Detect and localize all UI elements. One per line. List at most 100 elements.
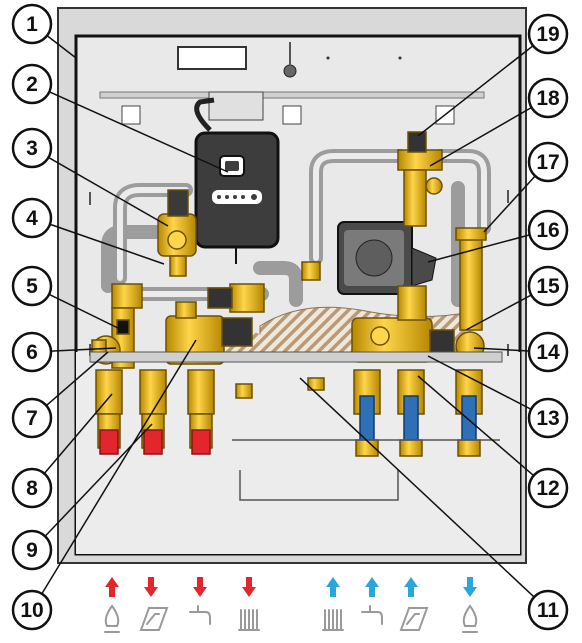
callout-3: 3 (11, 127, 53, 169)
callout-circle (11, 265, 53, 307)
callout-label: 15 (536, 275, 560, 298)
callout-circle (11, 331, 53, 373)
callout-9: 9 (11, 529, 53, 571)
callout-circle (527, 589, 569, 631)
callout-13: 13 (527, 397, 569, 439)
callout-label: 5 (26, 275, 38, 298)
callout-label: 13 (536, 407, 559, 430)
callout-label: 12 (536, 477, 559, 500)
flow-indicator (139, 577, 169, 631)
manifold-rail (89, 351, 503, 363)
arrow-up-icon (326, 577, 340, 597)
arrow-down-icon (463, 577, 477, 597)
callout-15: 15 (527, 265, 569, 307)
callout-label: 9 (26, 539, 38, 562)
wall-brackets (121, 91, 455, 125)
callout-8: 8 (11, 467, 53, 509)
callout-19: 19 (527, 13, 569, 55)
arrow-down-icon (242, 577, 256, 597)
callout-14: 14 (527, 331, 569, 373)
arrow-down-icon (193, 577, 207, 597)
arrow-up-icon (365, 577, 379, 597)
radiator-icon (322, 609, 344, 631)
callout-circle (527, 331, 569, 373)
callout-label: 11 (537, 599, 560, 622)
callout-17: 17 (527, 141, 569, 183)
flow-indicator (322, 577, 344, 631)
flow-indicator (361, 577, 383, 625)
leader-line-6 (50, 347, 117, 352)
callout-label: 6 (26, 341, 38, 364)
leader-line-14 (473, 347, 530, 352)
callout-label: 4 (26, 207, 38, 230)
control-unit (194, 97, 280, 264)
flow-indicators (104, 577, 478, 633)
leader-line-3 (48, 156, 169, 227)
flow-indicator (189, 577, 211, 625)
callout-circle (11, 63, 53, 105)
leader-line-5 (48, 293, 123, 331)
callout-label: 17 (536, 151, 559, 174)
callout-11: 11 (527, 589, 569, 631)
radiator-icon (238, 609, 260, 631)
callout-label: 18 (536, 87, 560, 110)
flame-icon (104, 604, 120, 633)
callout-circle (527, 141, 569, 183)
callout-circle (527, 209, 569, 251)
leader-line-17 (483, 175, 536, 233)
callout-circle (527, 77, 569, 119)
floor-heating-icon (139, 607, 169, 631)
callout-circle (527, 467, 569, 509)
callout-circle (11, 589, 53, 631)
bottom-connections (95, 369, 483, 457)
floor-heating-icon (399, 607, 429, 631)
flow-indicator (399, 577, 429, 631)
callout-6: 6 (11, 331, 53, 373)
callout-circle (527, 265, 569, 307)
leader-line-13 (427, 355, 532, 410)
callout-18: 18 (527, 77, 569, 119)
callout-circle (11, 397, 53, 439)
leader-line-16 (427, 234, 530, 263)
leader-line-11 (299, 377, 535, 598)
callout-circle (11, 197, 53, 239)
flow-indicator (104, 577, 120, 633)
callout-label: 14 (536, 341, 560, 364)
flow-indicator (462, 577, 478, 633)
tap-icon (189, 605, 211, 625)
callout-label: 16 (536, 219, 559, 242)
callout-16: 16 (527, 209, 569, 251)
callout-7: 7 (11, 397, 53, 439)
callout-label: 7 (26, 407, 38, 430)
leader-line-7 (45, 351, 109, 407)
callout-circle (11, 529, 53, 571)
callout-label: 19 (536, 23, 559, 46)
callout-circle (11, 467, 53, 509)
callout-circle (527, 397, 569, 439)
callout-1: 1 (11, 3, 53, 45)
callout-label: 8 (26, 477, 38, 500)
leader-line-10 (41, 339, 197, 595)
arrow-up-icon (404, 577, 418, 597)
leader-line-12 (417, 375, 535, 477)
arrow-down-icon (144, 577, 158, 597)
flame-icon (462, 604, 478, 633)
callout-4: 4 (11, 197, 53, 239)
leader-line-8 (43, 393, 113, 475)
flow-indicator (238, 577, 260, 631)
callout-circle (11, 127, 53, 169)
leader-line-18 (429, 106, 532, 167)
callout-leaders (41, 35, 536, 598)
leader-line-4 (49, 223, 165, 265)
callout-12: 12 (527, 467, 569, 509)
callout-label: 10 (20, 599, 43, 622)
callout-label: 2 (26, 73, 38, 96)
mounting-rail (99, 42, 485, 99)
callout-10: 10 (11, 589, 53, 631)
leader-line-19 (417, 45, 534, 137)
callout-circle (11, 3, 53, 45)
circulation-pump (337, 221, 437, 295)
callout-2: 2 (11, 63, 53, 105)
